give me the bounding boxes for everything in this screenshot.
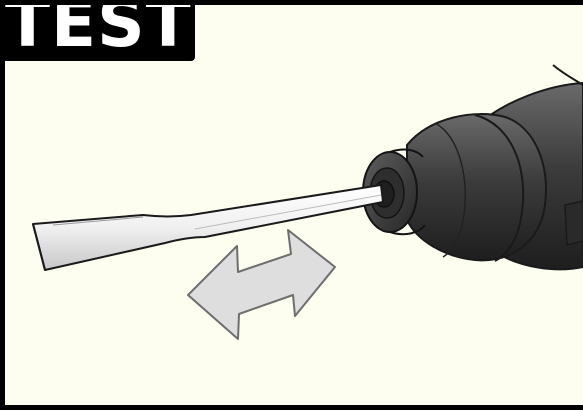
illustration-panel: TEST — [5, 5, 583, 405]
screwdriver-drill-icon — [362, 64, 583, 271]
drill-illustration — [32, 64, 583, 340]
page-title: TEST — [5, 5, 192, 62]
double-arrow-icon — [187, 229, 336, 340]
title-banner: TEST — [5, 5, 195, 61]
flat-bit-icon — [32, 184, 384, 271]
